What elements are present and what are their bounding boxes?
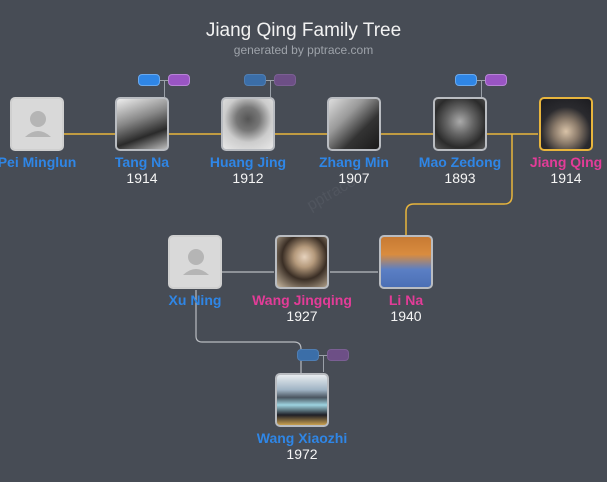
avatar-photo[interactable] — [221, 97, 275, 151]
person-silhouette-icon — [183, 249, 209, 275]
male-marker[interactable] — [138, 74, 160, 86]
person-node-xu-ning[interactable]: Xu Ning — [140, 235, 250, 308]
avatar-placeholder[interactable] — [168, 235, 222, 289]
birth-year: 1907 — [338, 170, 370, 186]
person-name[interactable]: Zhang Min — [319, 154, 389, 170]
birth-year: 1940 — [390, 308, 422, 324]
person-node-huang-jing[interactable]: Huang Jing 1912 — [193, 97, 303, 186]
page-title: Jiang Qing Family Tree — [205, 20, 402, 41]
person-node-mao-zedong[interactable]: Mao Zedong 1893 — [405, 97, 515, 186]
person-node-li-na[interactable]: Li Na 1940 — [351, 235, 461, 324]
person-name[interactable]: Xu Ning — [168, 292, 222, 308]
person-node-pei-minglun[interactable]: Pei Minglun — [0, 97, 92, 170]
avatar-photo[interactable] — [327, 97, 381, 151]
avatar-photo[interactable] — [275, 235, 329, 289]
person-name[interactable]: Mao Zedong — [418, 154, 502, 170]
birth-year: 1914 — [126, 170, 158, 186]
female-marker[interactable] — [274, 74, 296, 86]
male-marker[interactable] — [455, 74, 477, 86]
birth-year: 1912 — [232, 170, 264, 186]
avatar-placeholder[interactable] — [10, 97, 64, 151]
avatar-photo[interactable] — [539, 97, 593, 151]
male-marker[interactable] — [244, 74, 266, 86]
person-silhouette-icon — [25, 111, 51, 137]
avatar-photo[interactable] — [275, 373, 329, 427]
person-node-zhang-min[interactable]: Zhang Min 1907 — [299, 97, 409, 186]
avatar-photo[interactable] — [433, 97, 487, 151]
person-name[interactable]: Jiang Qing — [529, 154, 603, 170]
person-node-wang-jingqing[interactable]: Wang Jingqing 1927 — [247, 235, 357, 324]
parent-child-line — [405, 134, 513, 236]
person-name[interactable]: Pei Minglun — [0, 154, 77, 170]
person-name[interactable]: Wang Xiaozhi — [256, 430, 348, 446]
avatar-photo[interactable] — [115, 97, 169, 151]
avatar-photo[interactable] — [379, 235, 433, 289]
person-node-jiang-qing[interactable]: Jiang Qing 1914 — [511, 97, 607, 186]
male-marker[interactable] — [297, 349, 319, 361]
female-marker[interactable] — [168, 74, 190, 86]
birth-year: 1972 — [286, 446, 318, 462]
person-node-tang-na[interactable]: Tang Na 1914 — [87, 97, 197, 186]
female-marker[interactable] — [327, 349, 349, 361]
birth-year: 1914 — [550, 170, 582, 186]
person-name[interactable]: Tang Na — [114, 154, 170, 170]
birth-year: 1927 — [286, 308, 318, 324]
person-node-wang-xiaozhi[interactable]: Wang Xiaozhi 1972 — [247, 373, 357, 462]
female-marker[interactable] — [485, 74, 507, 86]
person-name[interactable]: Huang Jing — [209, 154, 287, 170]
page-subtitle: generated by pptrace.com — [233, 43, 374, 57]
person-name[interactable]: Li Na — [388, 292, 424, 308]
birth-year: 1893 — [444, 170, 476, 186]
parent-child-line — [195, 290, 302, 374]
person-name[interactable]: Wang Jingqing — [252, 292, 352, 308]
